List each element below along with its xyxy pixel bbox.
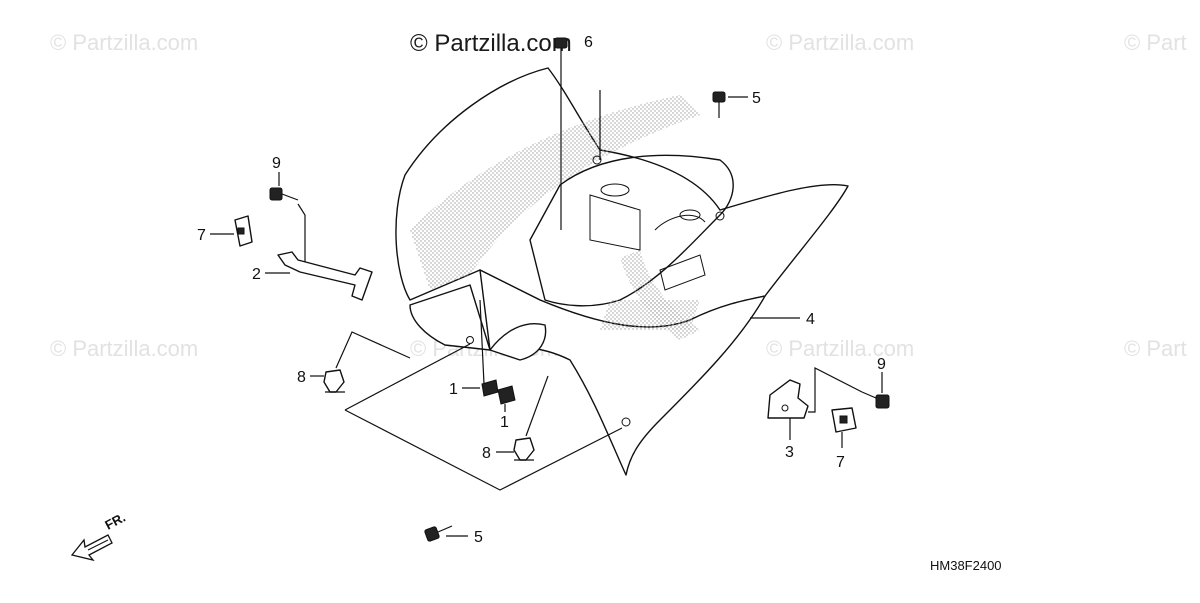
watermark-mid-edge: © Part [1124,336,1187,361]
watermark-top-edge: © Part [1124,30,1187,55]
callout-5-bottom: 5 [474,529,483,546]
callout-7-right: 7 [836,454,845,471]
bolt-part-5-top [712,91,726,118]
callout-6: 6 [584,34,593,51]
leader-5-bottom-left [344,343,471,411]
stay-part-3 [767,379,809,419]
front-direction-arrow-icon [70,534,113,562]
rear-fender [395,67,849,476]
callout-5-top: 5 [752,90,761,107]
bolt-part-5-bottom [424,525,453,542]
callout-1-b: 1 [500,414,509,431]
callout-1-a: 1 [449,381,458,398]
leader-8-bottom-up [525,375,549,437]
diagram-code: HM38F2400 [930,558,1002,573]
watermark-top-right: © Partzilla.com [766,30,914,55]
watermark-main: © Partzilla.com [410,30,572,57]
watermark-mid-left: © Partzilla.com [50,336,198,361]
leader-9-right-to-stay [808,367,863,413]
callout-3: 3 [785,444,794,461]
callout-2: 2 [252,266,261,283]
watermark-top-left: © Partzilla.com [50,30,198,55]
front-direction-label: FR. [102,510,128,533]
watermark-mid-right: © Partzilla.com [766,336,914,361]
clip-part-7-left [234,215,253,247]
callout-4: 4 [806,311,815,328]
callout-8-left: 8 [297,369,306,386]
callout-9-right: 9 [877,356,886,373]
leader-1-to-fender [479,299,485,385]
callout-9-left: 9 [272,155,281,172]
clip-part-7-right [831,407,857,433]
bolt-part-9-left [269,187,299,201]
bolt-part-9-right [861,391,890,409]
collar-part-1-b [497,385,516,405]
callout-8-bottom: 8 [482,445,491,462]
clip-part-8-left [323,369,345,393]
stay-part-2 [277,251,373,301]
leader-5-bottom-fork [344,409,623,491]
clip-part-8-bottom [513,437,535,461]
leader-9-left-to-stay [297,203,306,262]
bolt-part-6 [554,37,568,62]
leader-8-left-up [335,331,411,369]
callout-7-left: 7 [197,227,206,244]
